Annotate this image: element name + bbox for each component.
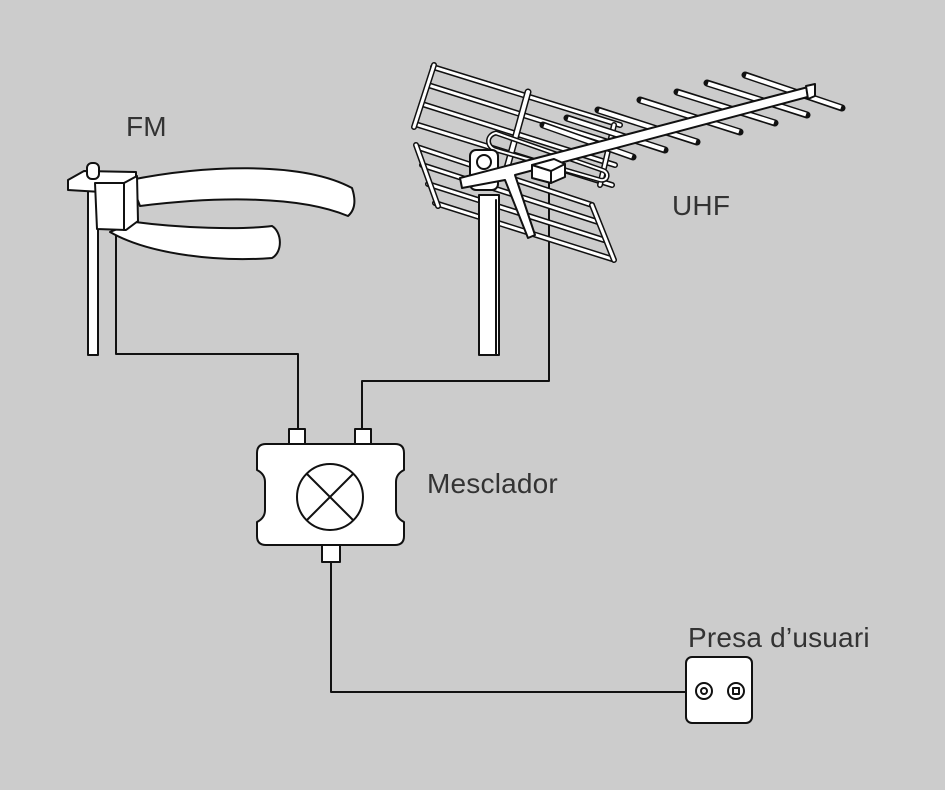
fm-connector-icon (727, 682, 745, 700)
mixer-label: Mesclador (427, 468, 558, 499)
uhf-antenna (411, 62, 846, 356)
fm-bolt (86, 162, 100, 180)
cables (115, 179, 687, 693)
fm-upper-loop (129, 167, 356, 217)
mixer (256, 428, 405, 563)
fm-lower-loop (109, 221, 281, 261)
outlet-label: Presa d’usuari (688, 622, 870, 653)
coax-connector-icon (695, 682, 713, 700)
fm-antenna (67, 162, 356, 356)
user-outlet (685, 656, 753, 724)
uhf-mast (478, 194, 500, 356)
uhf-directors (539, 71, 846, 161)
uhf-boom (459, 85, 816, 239)
fm-cable (115, 231, 299, 431)
fm-box (94, 175, 139, 231)
output-cable (330, 561, 687, 693)
uhf-label: UHF (672, 190, 731, 221)
uhf-balun-box (531, 158, 566, 184)
uhf-cable (361, 179, 550, 431)
fm-label: FM (126, 111, 167, 142)
